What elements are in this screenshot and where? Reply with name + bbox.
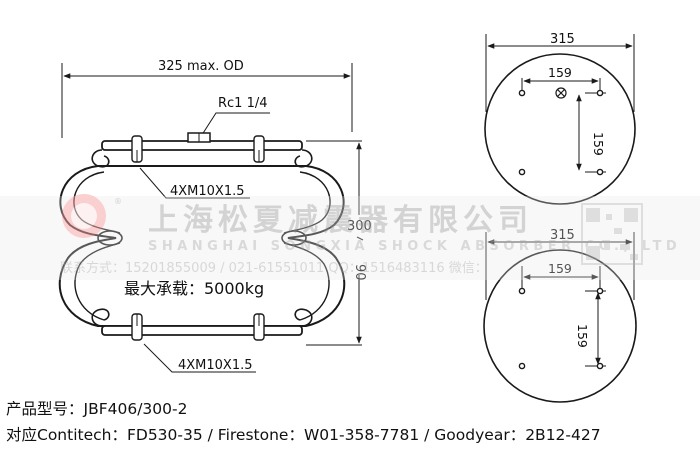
bottom-thread-label: 4XM10X1.5 (178, 358, 253, 373)
bottom-plate-view: 315 159 159 (483, 228, 637, 403)
svg-text:®: ® (114, 197, 122, 206)
height-min-label: 90 (352, 264, 367, 281)
air-port-symbol (555, 87, 567, 99)
bottom-mounting-holes (518, 287, 604, 370)
bottom-hole-spacing-y: 159 (575, 324, 590, 348)
watermark: ® 上海松夏减震器有限公司 SHANGHAI SONGXIA SHOCK ABS… (0, 194, 700, 280)
product-info: 产品型号：JBF406/300-2 对应Contitech：FD530-35 /… (6, 396, 696, 448)
top-diameter-label: 315 (550, 32, 575, 47)
bottom-diameter-label: 315 (550, 228, 575, 243)
top-hole-spacing-y: 159 (591, 132, 606, 156)
od-dimension-label: 325 max. OD (158, 59, 244, 74)
height-max-label: 300 (347, 219, 372, 234)
max-load-label: 最大承载：5000kg (124, 279, 264, 298)
port-label: Rc1 1/4 (218, 96, 268, 111)
qr-code-icon (581, 203, 643, 265)
model-line: 产品型号：JBF406/300-2 (6, 400, 188, 418)
bottom-hole-spacing-x: 159 (548, 261, 572, 276)
bottom-plate (101, 325, 303, 336)
top-hole-spacing-x: 159 (548, 65, 572, 80)
top-plate-view: 315 159 159 (484, 32, 636, 205)
watermark-contact: 联系方式：15201855009 / 021-61551011 QQ：15164… (60, 260, 488, 276)
bottom-studs (131, 313, 265, 341)
top-studs (131, 135, 265, 163)
watermark-company-cn: 上海松夏减震器有限公司 (148, 203, 533, 238)
cross-reference-line: 对应Contitech：FD530-35 / Firestone：W01-358… (6, 426, 601, 444)
side-view: 325 max. OD Rc1 1/4 (58, 59, 372, 373)
top-mounting-holes (518, 89, 604, 176)
watermark-company-en: SHANGHAI SONGXIA SHOCK ABSORBER CO., LTD (148, 239, 681, 254)
company-logo-icon: ® (62, 194, 122, 238)
top-thread-label: 4XM10X1.5 (170, 184, 245, 199)
